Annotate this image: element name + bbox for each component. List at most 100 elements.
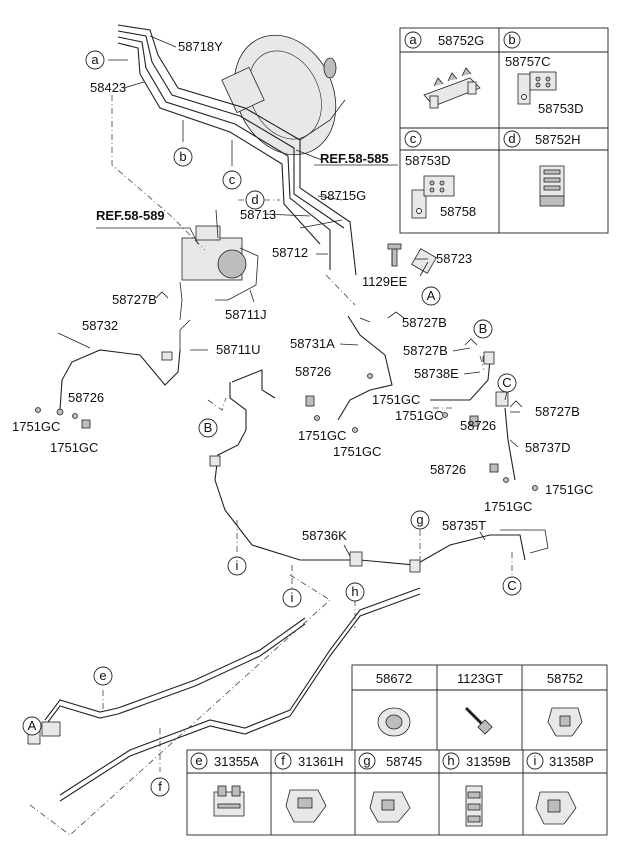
part-label-1751GC-center-d: 1751GC (333, 444, 381, 459)
bottom-parts-table: 58672 1123GT 58752 e 31355A f 31361H g 5… (186, 664, 608, 836)
callout-b: b (173, 147, 193, 167)
clip-31358P-icon (535, 791, 577, 825)
part-label-58726-left: 58726 (68, 390, 104, 405)
part-label-58732: 58732 (82, 318, 118, 333)
callout-A-lower-label: A (28, 718, 37, 733)
callout-f-label: f (158, 779, 162, 794)
callout-c-label: c (229, 172, 236, 187)
bottom-table-letter-h: h (447, 753, 454, 768)
part-label-1129EE: 1129EE (362, 274, 408, 289)
table-part-58758: 58758 (440, 204, 476, 219)
part-label-58715G: 58715G (320, 188, 366, 203)
callout-g: g (410, 510, 430, 530)
callout-C-upper: C (497, 373, 517, 393)
callout-i-center: i (282, 588, 302, 608)
part-label-58718Y: 58718Y (178, 39, 223, 54)
table-part-58757C: 58757C (505, 54, 551, 69)
clip-58752-icon (547, 707, 583, 737)
ref-label-58-589: REF.58-589 (96, 208, 165, 223)
part-label-58731A: 58731A (290, 336, 335, 351)
callout-i-center-label: i (291, 590, 294, 605)
clip-58745-icon (369, 791, 411, 823)
callout-B-left: B (198, 418, 218, 438)
callout-h: h (345, 582, 365, 602)
bolt-1123GT-icon (464, 706, 493, 735)
part-label-58423: 58423 (90, 80, 126, 95)
table-part-58753D-b: 58753D (538, 101, 584, 116)
reference-lines (102, 95, 513, 772)
callout-C-upper-label: C (502, 375, 511, 390)
bottom-table-letter-g: g (363, 753, 370, 768)
left-front-line (56, 319, 191, 416)
part-label-58712: 58712 (272, 245, 308, 260)
part-label-58726-center: 58726 (295, 364, 331, 379)
bottom-table-part-58745: 58745 (386, 754, 422, 769)
table-part-58753D-c: 58753D (405, 153, 451, 168)
clip-31355A-icon (213, 785, 245, 817)
bottom-table-part-31361H: 31361H (298, 754, 344, 769)
callout-B-left-label: B (204, 420, 213, 435)
callout-e: e (93, 666, 113, 686)
part-label-58713: 58713 (240, 207, 276, 222)
bottom-table-letter-i: i (534, 753, 537, 768)
callout-a-label: a (91, 52, 99, 67)
part-labels: 58718Y 58423 REF.58-585 58715G 58713 REF… (12, 39, 593, 543)
table-letter-c: c (410, 131, 417, 146)
callout-d-label: d (251, 192, 258, 207)
bottom-table-header-58752: 58752 (547, 671, 583, 686)
callout-i-left-label: i (236, 558, 239, 573)
part-label-58738E: 58738E (414, 366, 459, 381)
callout-C-lower: C (502, 576, 522, 596)
callout-A-upper-label: A (427, 288, 436, 303)
part-label-58727B-right: 58727B (403, 343, 448, 358)
part-label-58727B-abs: 58727B (112, 292, 157, 307)
bottom-table-header-58672: 58672 (376, 671, 412, 686)
callout-f: f (150, 777, 170, 797)
part-label-58711U: 58711U (216, 342, 261, 357)
callout-e-label: e (99, 668, 106, 683)
ref-label-58-585: REF.58-585 (320, 151, 389, 166)
part-label-1751GC-left-b: 1751GC (50, 440, 98, 455)
callout-b-label: b (179, 149, 186, 164)
callout-B-right: B (473, 319, 493, 339)
part-label-58726-right: 58726 (460, 418, 496, 433)
callout-a: a (85, 50, 105, 70)
callout-A-upper: A (421, 286, 441, 306)
part-label-58711J: 58711J (225, 307, 267, 322)
part-label-58737D: 58737D (525, 440, 571, 455)
table-letter-d: d (508, 131, 515, 146)
callout-C-lower-label: C (507, 578, 516, 593)
callout-d: d (245, 190, 265, 210)
clip-58752G-icon (423, 67, 481, 109)
part-label-58735T: 58735T (442, 518, 486, 533)
callout-h-label: h (351, 584, 358, 599)
bottom-table-header-1123GT: 1123GT (457, 671, 503, 686)
part-label-1751GC-center-c: 1751GC (298, 428, 346, 443)
part-label-1751GC-right-b: 1751GC (484, 499, 532, 514)
clip-31359B-icon (465, 785, 483, 827)
right-front-line (337, 315, 516, 481)
clip-31361H-icon (285, 789, 327, 823)
table-letter-b: b (508, 32, 515, 47)
callout-c: c (222, 170, 242, 190)
abs-module (179, 209, 259, 321)
bottom-table-part-31358P: 31358P (549, 754, 594, 769)
part-label-1751GC-left-a: 1751GC (12, 419, 60, 434)
part-label-1751GC-center-a: 1751GC (372, 392, 420, 407)
part-label-1751GC-right-a: 1751GC (545, 482, 593, 497)
part-label-58736K: 58736K (302, 528, 347, 543)
top-pipe-bundle (117, 24, 357, 276)
bottom-table-part-31359B: 31359B (466, 754, 511, 769)
bottom-table-letter-e: e (195, 753, 202, 768)
bottom-table-part-31355A: 31355A (214, 754, 259, 769)
part-label-58723: 58723 (436, 251, 472, 266)
clip-58753D-icon (411, 175, 455, 219)
part-label-58726-lower: 58726 (430, 462, 466, 477)
bottom-table-letter-f: f (281, 753, 285, 768)
table-letter-a: a (409, 32, 417, 47)
table-part-58752H: 58752H (535, 132, 581, 147)
callout-A-lower: A (22, 716, 42, 736)
part-label-58727B-front: 58727B (402, 315, 447, 330)
grommet-58672-icon (377, 707, 411, 737)
callout-i-left: i (227, 556, 247, 576)
